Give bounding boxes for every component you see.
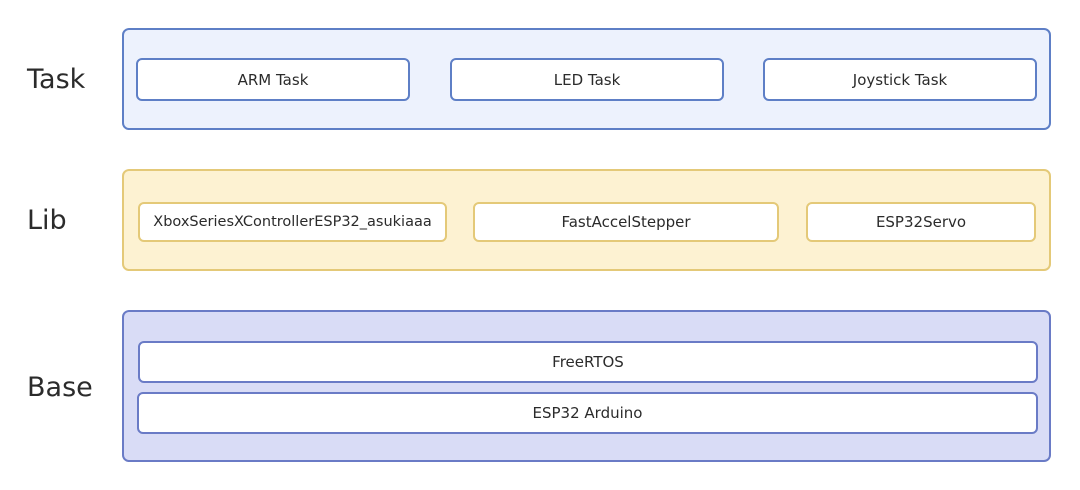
esp32servo-lib-box: ESP32Servo <box>806 202 1036 242</box>
led-task-box: LED Task <box>450 58 724 101</box>
lib-layer: XboxSeriesXControllerESP32_asukiaaa Fast… <box>122 169 1051 271</box>
fastaccelstepper-lib-box: FastAccelStepper <box>473 202 779 242</box>
joystick-task-box: Joystick Task <box>763 58 1037 101</box>
base-layer-label: Base <box>27 372 93 403</box>
lib-layer-label: Lib <box>27 205 67 236</box>
base-layer: FreeRTOS ESP32 Arduino <box>122 310 1051 462</box>
xbox-controller-lib-box: XboxSeriesXControllerESP32_asukiaaa <box>138 202 447 242</box>
freertos-box: FreeRTOS <box>138 341 1038 383</box>
arm-task-box: ARM Task <box>136 58 410 101</box>
esp32-arduino-box: ESP32 Arduino <box>137 392 1038 434</box>
task-layer: ARM Task LED Task Joystick Task <box>122 28 1051 130</box>
task-layer-label: Task <box>27 64 86 95</box>
